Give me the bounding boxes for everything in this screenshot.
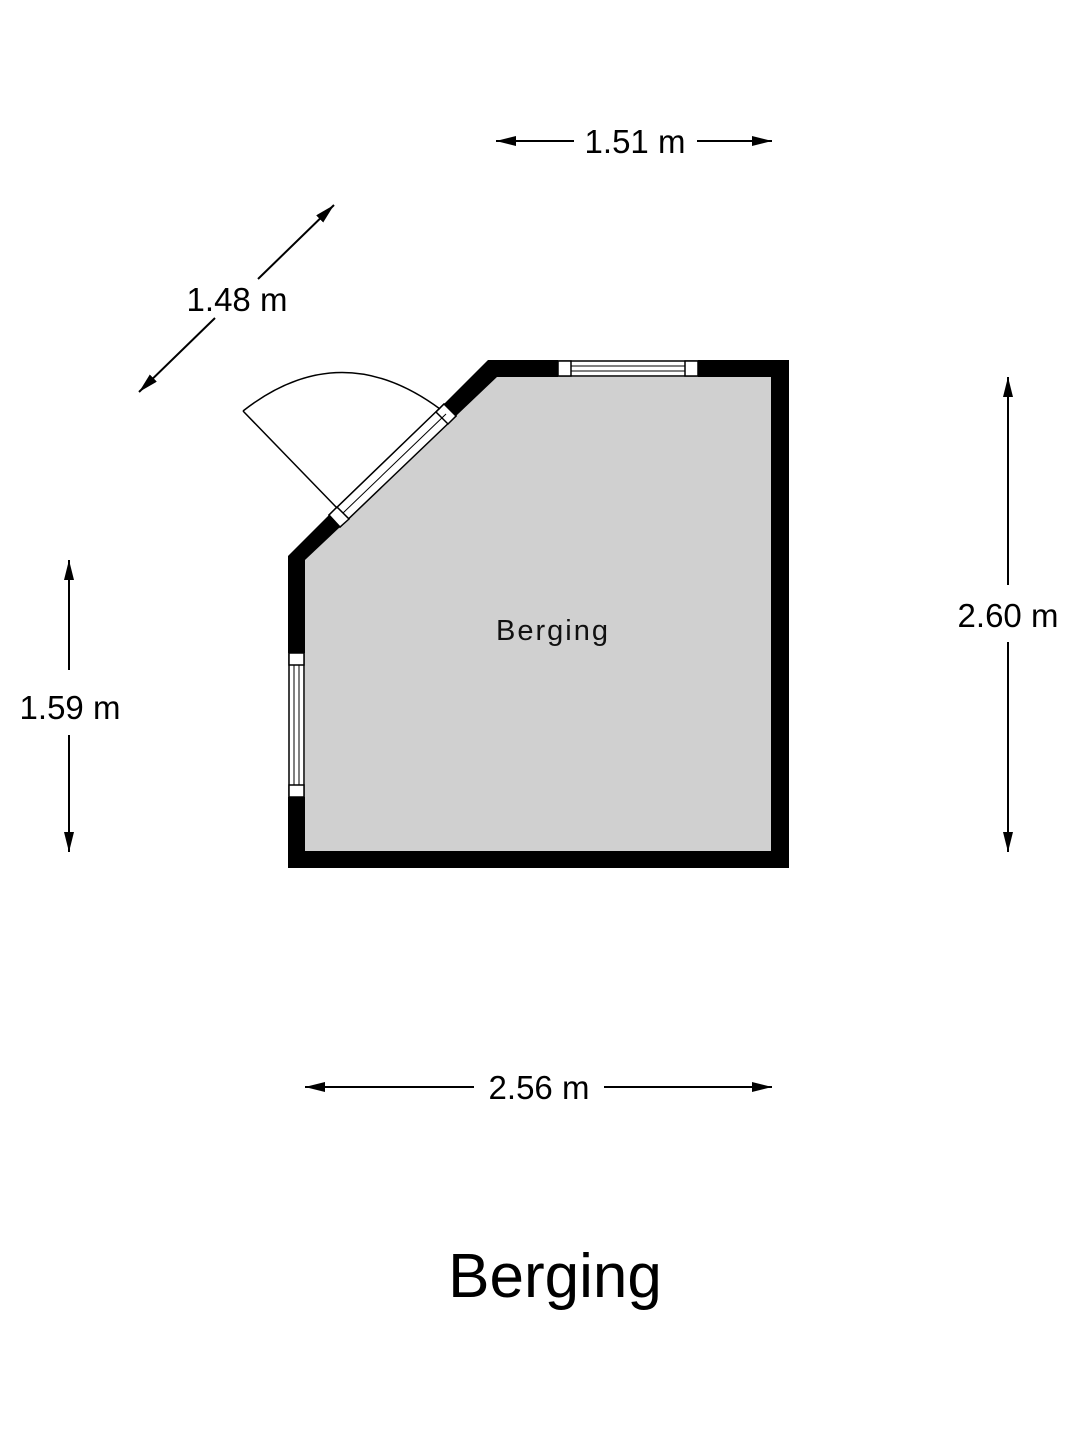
door-swing-icon <box>242 371 441 509</box>
dimension-right: 2.60 m <box>958 377 1059 852</box>
wall-top-right <box>698 360 788 377</box>
dimension-right-label: 2.60 m <box>958 597 1059 634</box>
plan-title: Berging <box>448 1242 662 1311</box>
wall-diagonal-lower <box>288 515 340 560</box>
dimension-top: 1.51 m <box>496 123 772 160</box>
wall-right <box>771 360 789 868</box>
wall-top-left <box>444 360 558 416</box>
room-floor <box>305 377 771 851</box>
room-label: Berging <box>496 615 610 647</box>
wall-bottom <box>288 851 789 868</box>
dimension-diagonal: 1.48 m <box>138 204 335 393</box>
walls <box>288 360 789 868</box>
dimension-left: 1.59 m <box>20 560 121 852</box>
door-diagonal <box>327 402 458 529</box>
wall-left-lower <box>288 797 305 857</box>
dimension-left-label: 1.59 m <box>20 689 121 726</box>
dimension-bottom-label: 2.56 m <box>489 1069 590 1106</box>
window-top <box>557 360 699 377</box>
dimension-top-label: 1.51 m <box>585 123 686 160</box>
wall-left-upper <box>288 556 305 653</box>
dimension-diagonal-label: 1.48 m <box>187 281 288 318</box>
dimension-bottom: 2.56 m <box>305 1069 772 1106</box>
window-left <box>288 652 305 798</box>
